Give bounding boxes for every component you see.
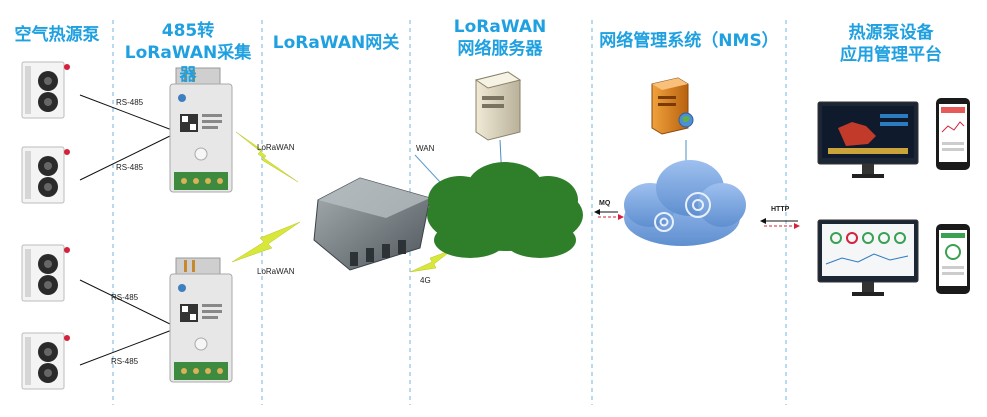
label-http: HTTP: [771, 206, 790, 213]
server-icon: [474, 71, 522, 141]
lightning-icon: [235, 131, 299, 183]
label-rs485-3: RS-485: [111, 293, 139, 302]
label-mq: MQ: [599, 200, 611, 207]
heat-pump-units: [21, 61, 70, 390]
heat-pump-unit-3: [21, 244, 70, 302]
label-wan: WAN: [416, 144, 435, 153]
label-lorawan-bottom: LoRaWAN: [257, 267, 295, 276]
label-lorawan-top: LoRaWAN: [257, 143, 295, 152]
nms-server-icon: [651, 77, 694, 135]
collector-device-2: [169, 257, 233, 383]
gateway-device: [313, 177, 431, 271]
phone-icon: [936, 224, 970, 294]
lightning-icon: [231, 221, 301, 263]
title-network-server: LoRaWAN 网络服务器: [453, 17, 547, 59]
monitor-icon: [817, 101, 919, 178]
wan-line: [414, 154, 441, 183]
lorawan-lightning-bolts: [231, 131, 453, 273]
nms-cloud: [624, 160, 746, 246]
heat-pump-unit-2: [21, 146, 70, 204]
phone-icon: [936, 98, 970, 170]
title-heat-pump: 空气热源泵: [14, 25, 100, 45]
label-rs485-1: RS-485: [116, 98, 144, 107]
rs485-lines: [79, 94, 173, 366]
mq-arrow: [594, 209, 624, 220]
http-arrow: [760, 218, 800, 229]
heat-pump-unit-1: [21, 61, 70, 119]
monitor-icon: [817, 219, 919, 296]
heat-pump-unit-4: [21, 332, 70, 390]
label-rs485-2: RS-485: [116, 163, 144, 172]
gear-icon: [654, 192, 711, 232]
network-server-cloud: [427, 162, 583, 258]
rs485-line-4: [79, 329, 173, 366]
label-4g: 4G: [420, 276, 431, 285]
collector-device-1: [169, 67, 233, 193]
rs485-line-1: [79, 94, 173, 131]
title-gateway: LoRaWAN网关: [272, 33, 400, 53]
rs485-line-3: [79, 279, 173, 326]
title-app-platform: 热源泵设备 应用管理平台: [840, 23, 942, 65]
lightning-icon: [409, 249, 453, 273]
title-collector: 485转 LoRaWAN采集器: [124, 21, 252, 85]
rs485-line-2: [79, 134, 173, 181]
title-nms: 网络管理系统（NMS）: [599, 31, 779, 51]
label-rs485-4: RS-485: [111, 357, 139, 366]
